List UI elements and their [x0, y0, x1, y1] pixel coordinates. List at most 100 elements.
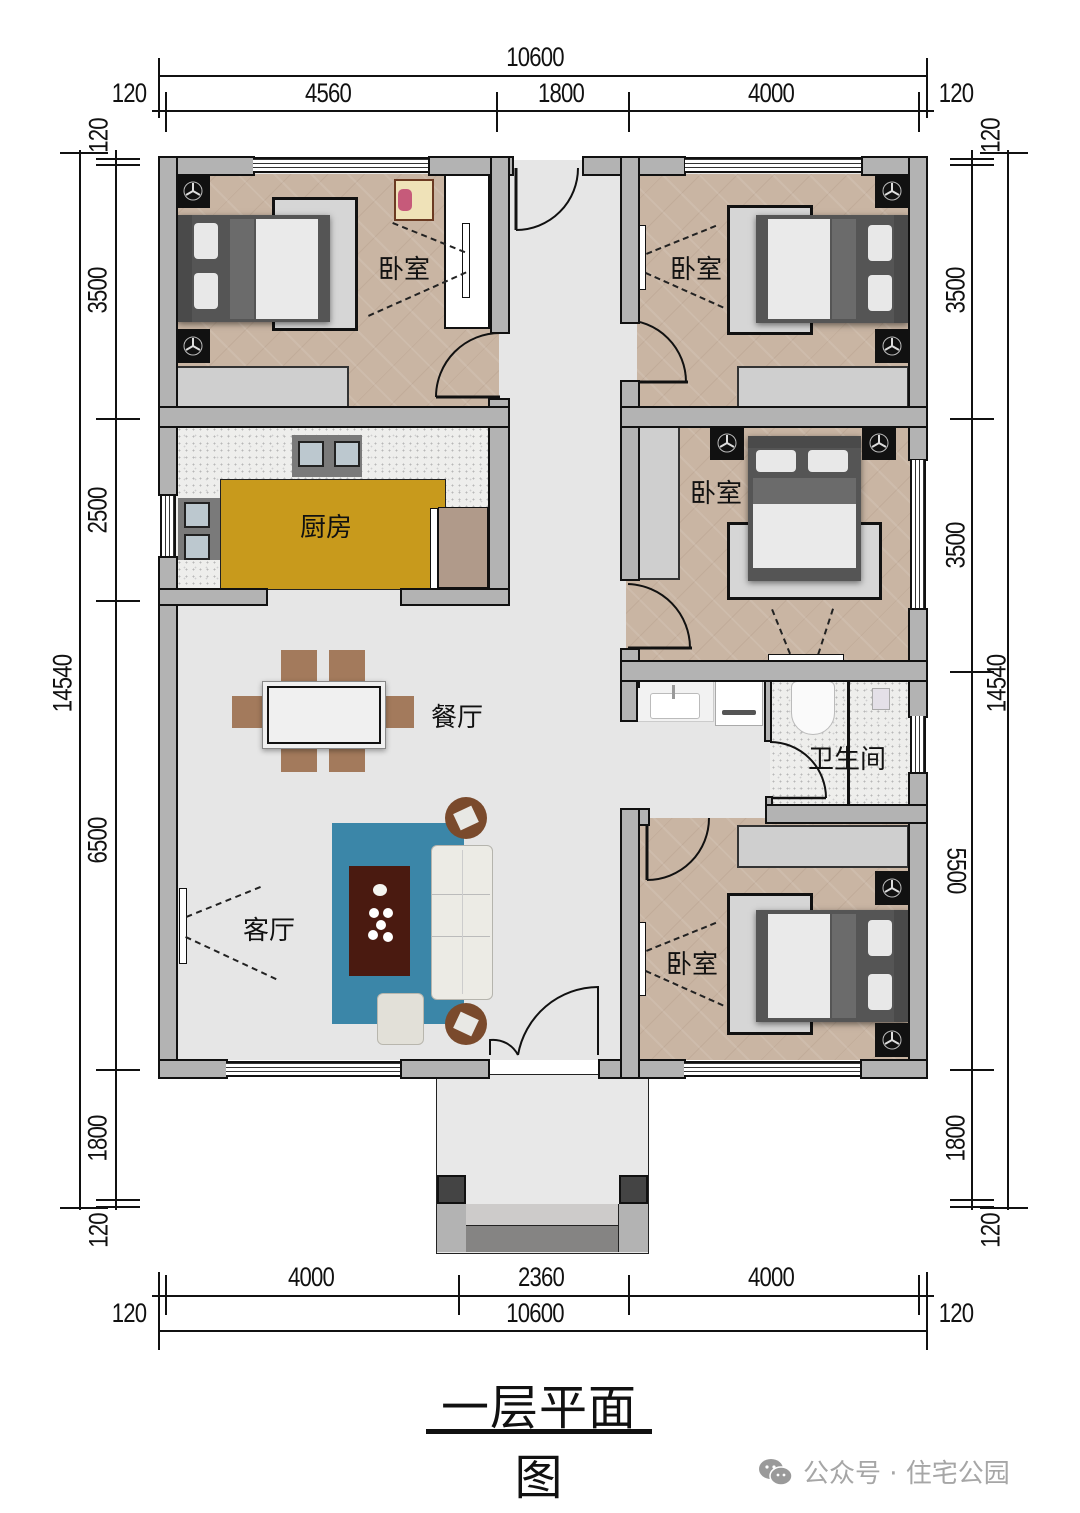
door-icon[interactable]	[768, 740, 828, 800]
wall	[400, 588, 510, 606]
wall	[620, 680, 638, 722]
window	[685, 157, 863, 173]
armchair-icon	[377, 993, 424, 1045]
chair-icon	[382, 696, 414, 728]
watermark-text: 公众号 · 住宅公园	[803, 1459, 1010, 1489]
door-icon[interactable]	[645, 816, 711, 882]
room-label-bedroom-nw: 卧室	[378, 255, 431, 285]
dim-tick	[980, 152, 1028, 154]
room-label-living: 客厅	[243, 916, 296, 946]
dining-table	[262, 681, 386, 749]
dim-tick	[926, 58, 928, 118]
window	[910, 716, 926, 774]
stove-icon	[292, 435, 362, 477]
dim-tick	[980, 1207, 1028, 1209]
dim-tick	[165, 92, 167, 132]
window	[253, 157, 430, 173]
dim-tick	[950, 671, 994, 673]
dim-left-seg-2: 2500	[82, 487, 113, 534]
fridge-door	[430, 508, 438, 590]
wall	[488, 426, 510, 606]
dim-line	[158, 1330, 928, 1332]
shower-icon	[872, 688, 890, 710]
dim-bottom-overall: 10600	[506, 1298, 564, 1328]
sink-icon	[178, 498, 220, 560]
dim-top-seg-1: 4560	[305, 78, 352, 108]
wall	[620, 426, 640, 581]
porch-step-1	[466, 1204, 618, 1226]
washbasin-icon	[637, 680, 714, 722]
dim-top-left-offset: 120	[111, 78, 147, 108]
porch-base-left	[437, 1204, 467, 1252]
dim-line	[152, 110, 934, 112]
dim-tick	[60, 152, 108, 154]
dim-right-seg-1: 3500	[940, 267, 971, 314]
dim-tick	[96, 158, 140, 160]
wall	[488, 398, 510, 408]
dim-tick	[96, 600, 140, 602]
toilet-icon	[791, 681, 835, 735]
dim-tick	[950, 1206, 994, 1208]
room-label-bathroom: 卫生间	[808, 745, 887, 775]
porch	[436, 1074, 649, 1254]
nightstand-icon	[176, 174, 210, 208]
dim-bottom-right-offset: 120	[938, 1298, 974, 1328]
chair-icon	[232, 696, 264, 728]
nightstand-icon	[875, 174, 909, 208]
dim-top-right-offset: 120	[938, 78, 974, 108]
wall	[490, 156, 510, 334]
window	[160, 496, 176, 558]
dim-tick	[496, 92, 498, 132]
dim-tick	[950, 1199, 994, 1201]
dim-top-seg-3: 4000	[748, 78, 795, 108]
nightstand-icon	[176, 329, 210, 363]
dim-line	[79, 150, 81, 1210]
dim-top-seg-2: 1800	[538, 78, 585, 108]
dim-left-seg-4: 1800	[82, 1115, 113, 1162]
wall	[158, 588, 268, 606]
window	[910, 460, 926, 610]
dim-tick	[96, 1069, 140, 1071]
dim-tick	[950, 158, 994, 160]
wardrobe-icon	[737, 366, 909, 408]
dim-tick	[458, 1275, 460, 1315]
dim-tick	[918, 1275, 920, 1315]
armchair-icon	[394, 179, 434, 221]
wall	[765, 804, 928, 824]
fridge-icon	[438, 507, 488, 588]
dim-tick	[158, 1272, 160, 1350]
dim-tick	[918, 92, 920, 132]
porch-pillar-right	[619, 1175, 648, 1204]
washing-machine-icon	[715, 681, 763, 726]
wall	[620, 156, 640, 324]
dim-right-seg-4: 1800	[940, 1115, 971, 1162]
dim-tick	[96, 418, 140, 420]
dim-line	[115, 150, 117, 1210]
dim-tick	[926, 1272, 928, 1350]
wardrobe-icon	[737, 825, 909, 868]
door-icon[interactable]	[622, 318, 692, 384]
wardrobe-icon	[636, 426, 680, 580]
dim-right-top-offset: 120	[975, 118, 1006, 153]
dim-top-overall: 10600	[506, 42, 564, 72]
door-icon[interactable]	[514, 164, 580, 234]
dim-right-seg-2: 3500	[940, 522, 971, 569]
dim-right-overall: 14540	[981, 654, 1012, 713]
wall	[860, 1059, 928, 1079]
dim-tick	[950, 164, 994, 166]
dim-left-bottom-offset: 120	[83, 1213, 114, 1248]
dim-tick	[96, 1206, 140, 1208]
dim-left-seg-1: 3500	[82, 267, 113, 314]
wall	[158, 406, 510, 428]
wechat-icon	[759, 1458, 793, 1486]
door-icon[interactable]	[434, 329, 500, 399]
room-label-bedroom-se: 卧室	[666, 950, 719, 980]
wall	[620, 660, 928, 682]
door-icon[interactable]	[626, 582, 694, 652]
entry-door-icon[interactable]	[488, 985, 600, 1057]
dim-left-top-offset: 120	[83, 118, 114, 153]
dim-tick	[96, 164, 140, 166]
side-table-icon	[445, 1003, 487, 1045]
room-label-bedroom-ne: 卧室	[670, 255, 723, 285]
coffee-table	[349, 866, 410, 976]
